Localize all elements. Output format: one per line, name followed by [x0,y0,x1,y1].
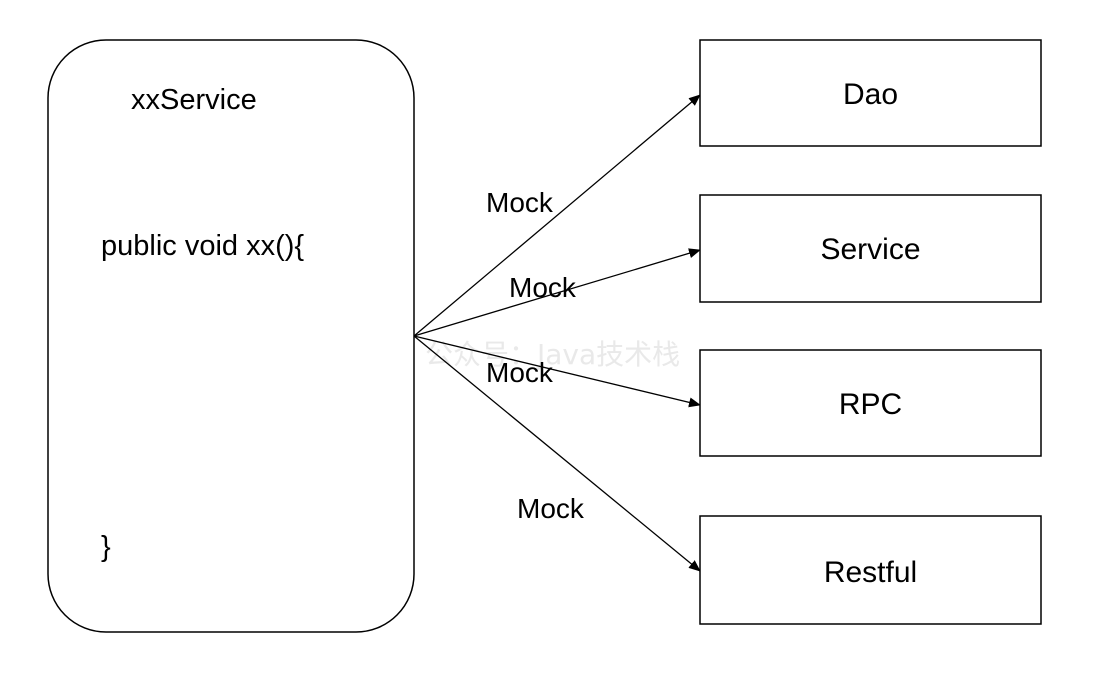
edge-label-dao: Mock [486,187,554,218]
target-box-service [699,194,1042,303]
mock-arrows [413,94,701,572]
target-rpc: RPC [699,349,1042,457]
target-box-rpc [699,349,1042,457]
arrow-to-restful [413,335,701,572]
edge-label-rpc: Mock [486,357,554,388]
mock-labels: Mock Mock Mock Mock [486,187,585,524]
closing-brace: } [101,531,111,563]
edge-label-restful: Mock [517,493,585,524]
service-title: xxService [131,84,257,116]
target-dao: Dao [699,39,1042,147]
watermark-text: 公众号：Java技术栈 [425,338,680,371]
target-box-dao [699,39,1042,147]
target-label-service: Service [820,233,920,266]
target-restful: Restful [699,515,1042,625]
target-label-rpc: RPC [839,388,902,421]
service-node: xxService public void xx(){ } [47,39,415,633]
arrow-to-rpc [413,335,701,408]
target-label-dao: Dao [843,78,898,111]
target-label-restful: Restful [824,556,917,589]
arrow-to-service [413,248,701,337]
arrow-to-dao [413,94,701,337]
target-service: Service [699,194,1042,303]
edge-label-service: Mock [509,272,577,303]
target-box-restful [699,515,1042,625]
method-signature: public void xx(){ [101,230,304,262]
